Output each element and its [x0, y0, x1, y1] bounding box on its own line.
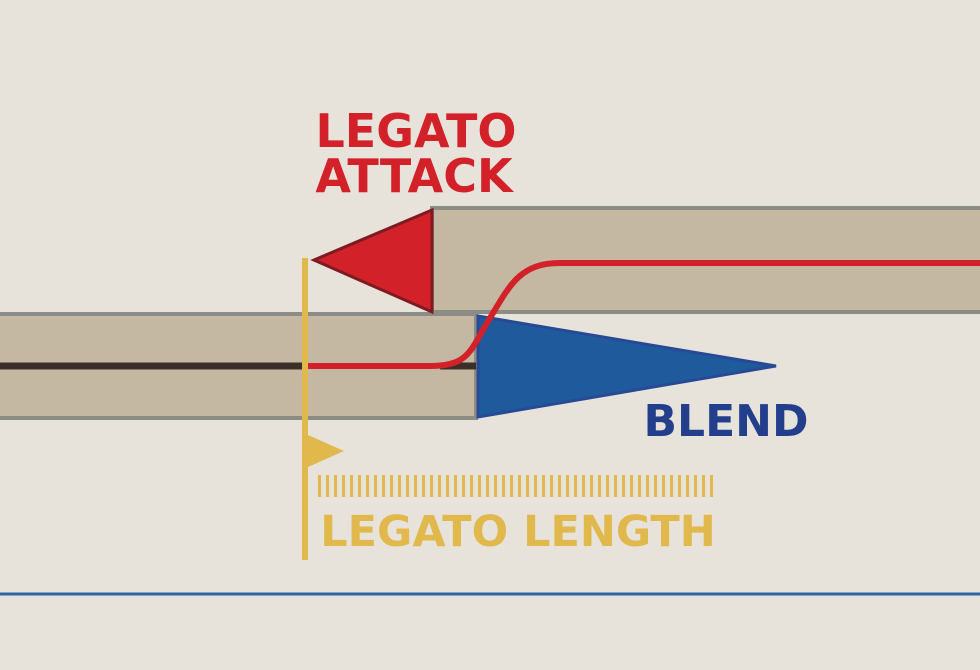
- legato-attack-label-line2: ATTACK: [315, 149, 515, 203]
- legato-transition-line: [305, 260, 980, 369]
- legato-length-label: LEGATO LENGTH: [320, 507, 715, 557]
- legato-attack-icon: [310, 207, 434, 315]
- legato-attack-label-line1: LEGATO: [315, 104, 516, 158]
- blend-icon: [476, 314, 777, 419]
- blend-label: BLEND: [644, 396, 809, 447]
- legato-length-flag-icon: [308, 435, 344, 467]
